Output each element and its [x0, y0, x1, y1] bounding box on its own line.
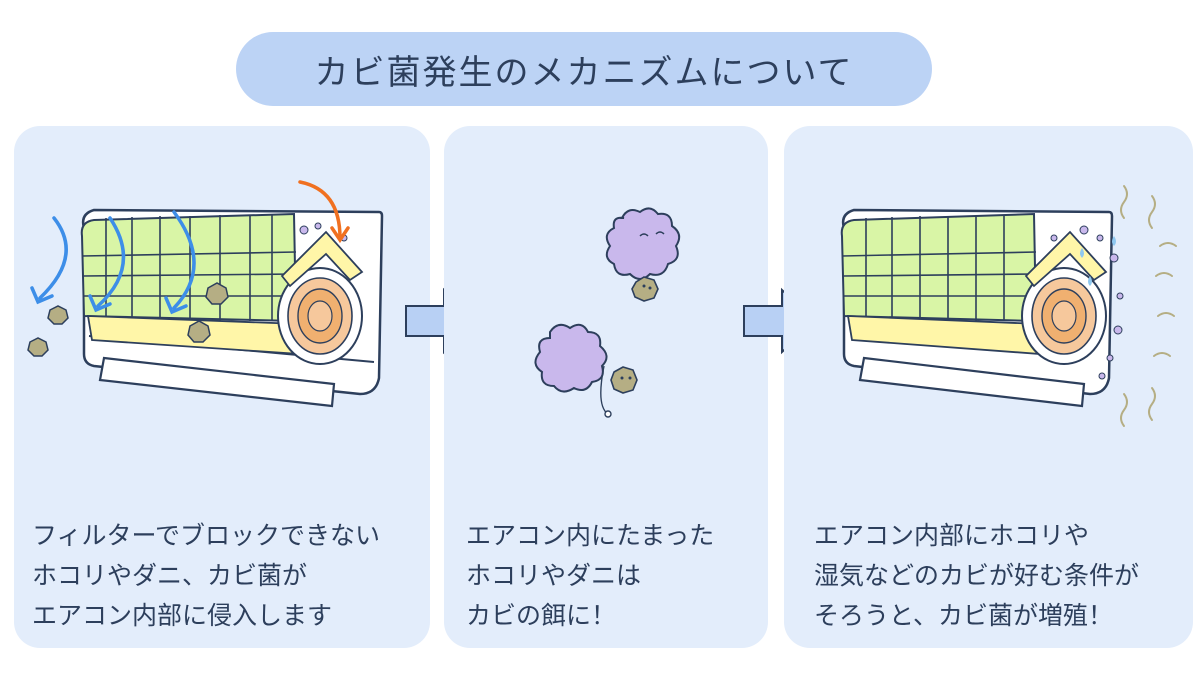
caption-line: 湿気などのカビが好む条件が: [814, 561, 1140, 590]
mold-spore-icon: [534, 323, 638, 418]
caption-line: フィルターでブロックできない: [32, 521, 381, 550]
caption-line: カビの餌に！: [466, 601, 617, 630]
ac-intake-illustration: [27, 180, 384, 408]
ac-mold-growth-illustration: [840, 185, 1177, 427]
orange-arrow-icon: [298, 180, 350, 244]
mold-dots-icon: [1050, 225, 1124, 380]
panel-caption: エアコン内にたまった ホコリやダニは カビの餌に！: [466, 516, 758, 636]
page-title: カビ菌発生のメカニズムについて: [314, 52, 854, 93]
caption-line: エアコン内にたまった: [466, 521, 715, 550]
caption-line: ホコリやダニ、カビ菌が: [32, 561, 308, 590]
airflow-arrows-icon: [30, 210, 196, 315]
mold-feeding-illustration: [534, 207, 681, 418]
humidity-waves-icon: [1120, 185, 1177, 427]
mold-spore-icon: [605, 207, 681, 302]
caption-line: エアコン内部に侵入します: [32, 601, 333, 630]
caption-line: そろうと、カビ菌が増殖！: [814, 601, 1114, 630]
panel-mold-feeding: エアコン内にたまった ホコリやダニは カビの餌に！: [444, 126, 768, 648]
dust-particles-icon: [27, 282, 229, 357]
panel-caption: エアコン内部にホコリや 湿気などのカビが好む条件が そろうと、カビ菌が増殖！: [814, 516, 1183, 636]
panel-mold-growth: エアコン内部にホコリや 湿気などのカビが好む条件が そろうと、カビ菌が増殖！: [784, 126, 1193, 648]
title-banner: カビ菌発生のメカニズムについて: [236, 32, 932, 106]
caption-line: ホコリやダニは: [466, 561, 642, 590]
air-conditioner-icon: [80, 208, 384, 408]
caption-line: エアコン内部にホコリや: [814, 521, 1090, 550]
panel-dust-intrusion: フィルターでブロックできない ホコリやダニ、カビ菌が エアコン内部に侵入します: [14, 126, 430, 648]
panel-caption: フィルターでブロックできない ホコリやダニ、カビ菌が エアコン内部に侵入します: [32, 516, 420, 636]
air-conditioner-icon: [840, 208, 1114, 408]
water-drops-icon: [1080, 236, 1116, 286]
